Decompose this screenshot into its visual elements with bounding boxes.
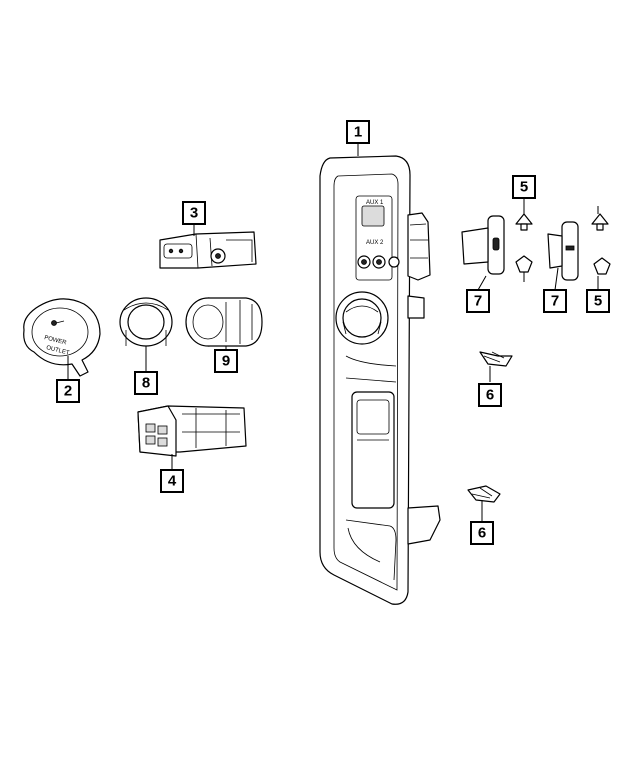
bezel-part-1: AUX 1 AUX 2 [319, 155, 441, 605]
callout-5b-label: 5 [594, 293, 602, 310]
callout-5b: 5 [586, 289, 610, 313]
callout-1: 1 [346, 120, 370, 144]
callout-7a: 7 [466, 289, 490, 313]
callout-5a-label: 5 [520, 179, 528, 196]
callout-6b-label: 6 [478, 525, 486, 542]
clip-part-6-upper [479, 351, 513, 367]
retaining-ring-part-8 [119, 297, 173, 347]
callout-1-label: 1 [354, 124, 362, 141]
callout-6b: 6 [470, 521, 494, 545]
push-pin-part-5-lower [515, 255, 611, 275]
usb-module-part-4 [137, 405, 247, 457]
cap-text-power: POWER [44, 335, 68, 346]
socket-sleeve-part-9 [185, 297, 263, 347]
callout-8: 8 [134, 371, 158, 395]
callout-3-label: 3 [190, 205, 198, 222]
leader-lines [67, 143, 599, 522]
outlet-cap-part-2: POWER OUTLET [23, 298, 101, 377]
callout-6a: 6 [478, 383, 502, 407]
callout-4-label: 4 [168, 473, 177, 490]
callout-7a-label: 7 [474, 293, 482, 310]
callout-6a-label: 6 [486, 387, 494, 404]
bracket-part-7b [547, 221, 579, 281]
callout-3: 3 [182, 201, 206, 225]
callout-7b-label: 7 [551, 293, 559, 310]
callout-7b: 7 [543, 289, 567, 313]
callout-4: 4 [160, 469, 184, 493]
callout-2: 2 [56, 379, 80, 403]
aux-1-mark: AUX 1 [366, 200, 384, 206]
aux-jack-part-3 [159, 231, 257, 269]
aux-2-mark: AUX 2 [366, 240, 384, 246]
callout-2-label: 2 [64, 383, 72, 400]
callout-9-label: 9 [222, 353, 230, 370]
cap-text-outlet: OUTLET [46, 345, 71, 357]
bracket-part-7a [461, 215, 505, 275]
callout-5a: 5 [512, 175, 536, 199]
push-pin-part-5-upper [515, 213, 609, 231]
callout-8-label: 8 [142, 375, 150, 392]
clip-part-6-lower [467, 485, 501, 503]
callout-9: 9 [214, 349, 238, 373]
